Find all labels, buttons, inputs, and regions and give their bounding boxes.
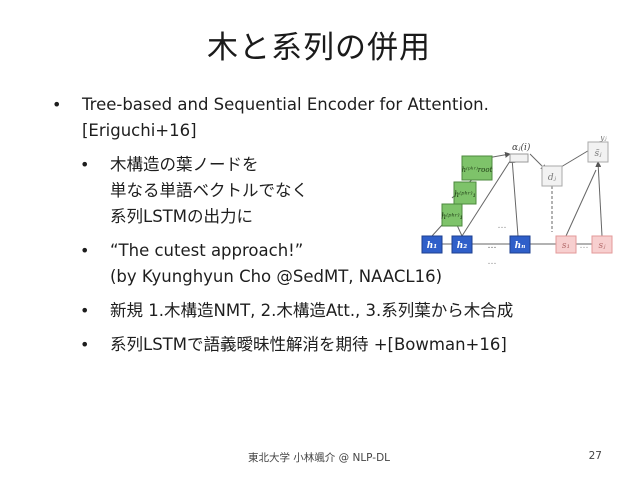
node-dj: dⱼ [541,165,563,187]
node-h2: h₂ [451,235,473,254]
bullet-sub-leaf-line-2: 単なる単語ベクトルでなく [110,181,308,200]
alpha-label: αⱼ(i) [512,142,531,153]
slide-footer: 東北大学 小林颯介 @ NLP-DL [247,452,391,464]
bullet-sub-leaf-line-3: 系列LSTMの出力に [110,207,253,226]
bullet-main-line-1: Tree-based and Sequential Encoder for At… [82,95,489,114]
svg-text:s₁: s₁ [562,241,570,251]
node-sj-tilde: s̃ⱼ [587,141,609,163]
page-number: 27 [588,450,602,462]
dec-dots: … [580,241,589,251]
bullet-sub-quote-line-2: (by Kyunghyun Cho @SedMT, NAACL16) [110,267,443,286]
seq-dots: … [488,241,497,251]
node-h-phr-mid: h⁽ᵖʰʳ⁾₁ [453,181,477,205]
bullet-main-line-2: [Eriguchi+16] [82,121,197,140]
svg-text:h⁽ᵖʰʳ⁾₁: h⁽ᵖʰʳ⁾₁ [441,212,463,221]
attention-box [509,153,529,163]
bullet-sub-disambiguation: 系列LSTMで語義曖昧性解消を期待 +[Bowman+16] [80,332,618,358]
tree-attention-diagram: h₁ h₂ … hₙ h⁽ᵖʰʳ⁾₁ h⁽ᵖʰʳ⁾₁ h⁽ᵖʰʳ⁾root αⱼ… [421,136,613,267]
bullet-sub-leaf: 木構造の葉ノードを 単なる単語ベクトルでなく 系列LSTMの出力に [80,152,618,230]
bullet-sub-novelty-line-1: 新規 1.木構造NMT, 2.木構造Att., 3.系列葉から木合成 [110,301,514,320]
middle-dots: … [498,221,507,231]
node-h-phr-low: h⁽ᵖʰʳ⁾₁ [441,203,463,227]
node-s1: s₁ [555,235,577,254]
bullet-sub-disambiguation-line-1: 系列LSTMで語義曖昧性解消を期待 +[Bowman+16] [110,335,507,354]
bottom-dots: … [488,257,497,267]
node-h-root: h⁽ᵖʰʳ⁾root [461,155,493,181]
slide-title: 木と系列の併用 [207,30,431,66]
svg-text:hₙ: hₙ [515,241,526,251]
node-h1: h₁ [421,235,443,254]
bullet-main: Tree-based and Sequential Encoder for At… [52,92,618,144]
yj-label: yⱼ [599,136,608,142]
svg-text:dⱼ: dⱼ [548,173,557,183]
bullet-sub-leaf-line-1: 木構造の葉ノードを [110,155,259,174]
svg-text:s̃ⱼ: s̃ⱼ [595,148,603,159]
svg-text:sⱼ: sⱼ [599,241,607,251]
svg-text:h⁽ᵖʰʳ⁾root: h⁽ᵖʰʳ⁾root [462,165,493,174]
bullet-sub-quote: “The cutest approach!” (by Kyunghyun Cho… [80,238,618,290]
node-sj: sⱼ [591,235,613,254]
svg-text:h⁽ᵖʰʳ⁾₁: h⁽ᵖʰʳ⁾₁ [454,190,476,199]
svg-text:h₂: h₂ [457,241,468,251]
bullet-list: Tree-based and Sequential Encoder for At… [52,92,618,358]
node-hn: hₙ [509,235,531,254]
svg-text:h₁: h₁ [427,241,438,251]
bullet-sub-novelty: 新規 1.木構造NMT, 2.木構造Att., 3.系列葉から木合成 [80,298,618,324]
bullet-sub-quote-line-1: “The cutest approach!” [110,241,304,260]
